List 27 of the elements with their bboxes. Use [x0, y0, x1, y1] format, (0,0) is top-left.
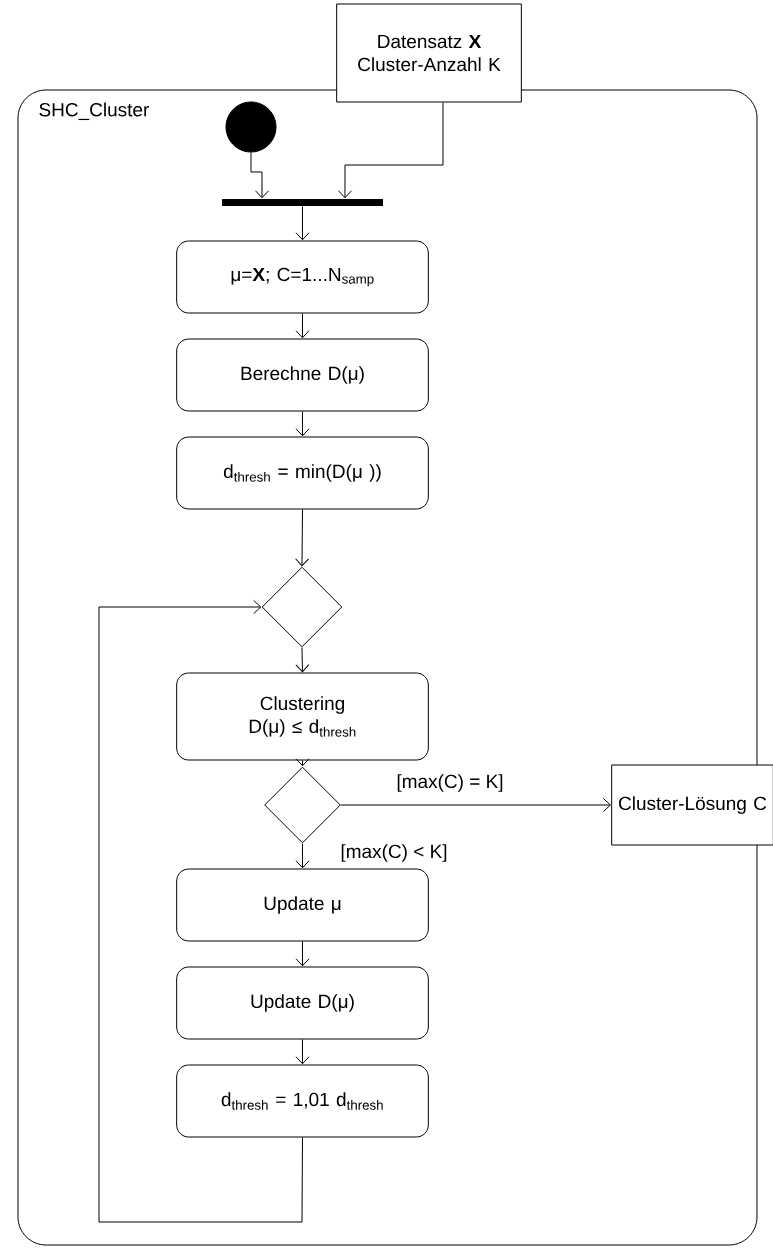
- action-box: Clustering D(μ) ≤ d$_{thresh}$: [176, 672, 429, 761]
- action-box: d$_{thresh}$ = 1,01 d$_{thresh}$: [176, 1064, 429, 1138]
- action-box: d$_{thresh}$ = min(D(μ )): [176, 436, 429, 510]
- action-box: Update D(μ): [176, 966, 429, 1040]
- arrow: [295, 843, 310, 869]
- action-box: Berechne D(μ): [176, 338, 429, 412]
- action-box: μ=X; C=1...N$_{samp}$: [176, 240, 429, 314]
- arrow: [295, 941, 310, 967]
- action-box: Update μ: [176, 868, 429, 942]
- arrow: [295, 206, 310, 241]
- edge-label: [max(C) < K]: [339, 843, 449, 863]
- arrow: [295, 411, 310, 437]
- object-box: Datensatz X Cluster-Anzahl K: [336, 3, 522, 103]
- arrow: [340, 798, 611, 812]
- arrow: [98, 600, 303, 1223]
- arrow: [250, 152, 269, 199]
- arrow: [338, 102, 444, 199]
- arrow: [295, 1039, 310, 1065]
- arrow: [295, 313, 310, 339]
- decision-diamond: [264, 766, 341, 844]
- decision-diamond: [261, 566, 343, 648]
- arrow: [295, 509, 310, 567]
- fork-bar: [222, 199, 383, 206]
- edge-label: [max(C) = K]: [395, 773, 505, 793]
- arrow: [295, 647, 310, 673]
- start-node: [225, 101, 277, 153]
- object-box: Cluster-Lösung C: [611, 764, 773, 846]
